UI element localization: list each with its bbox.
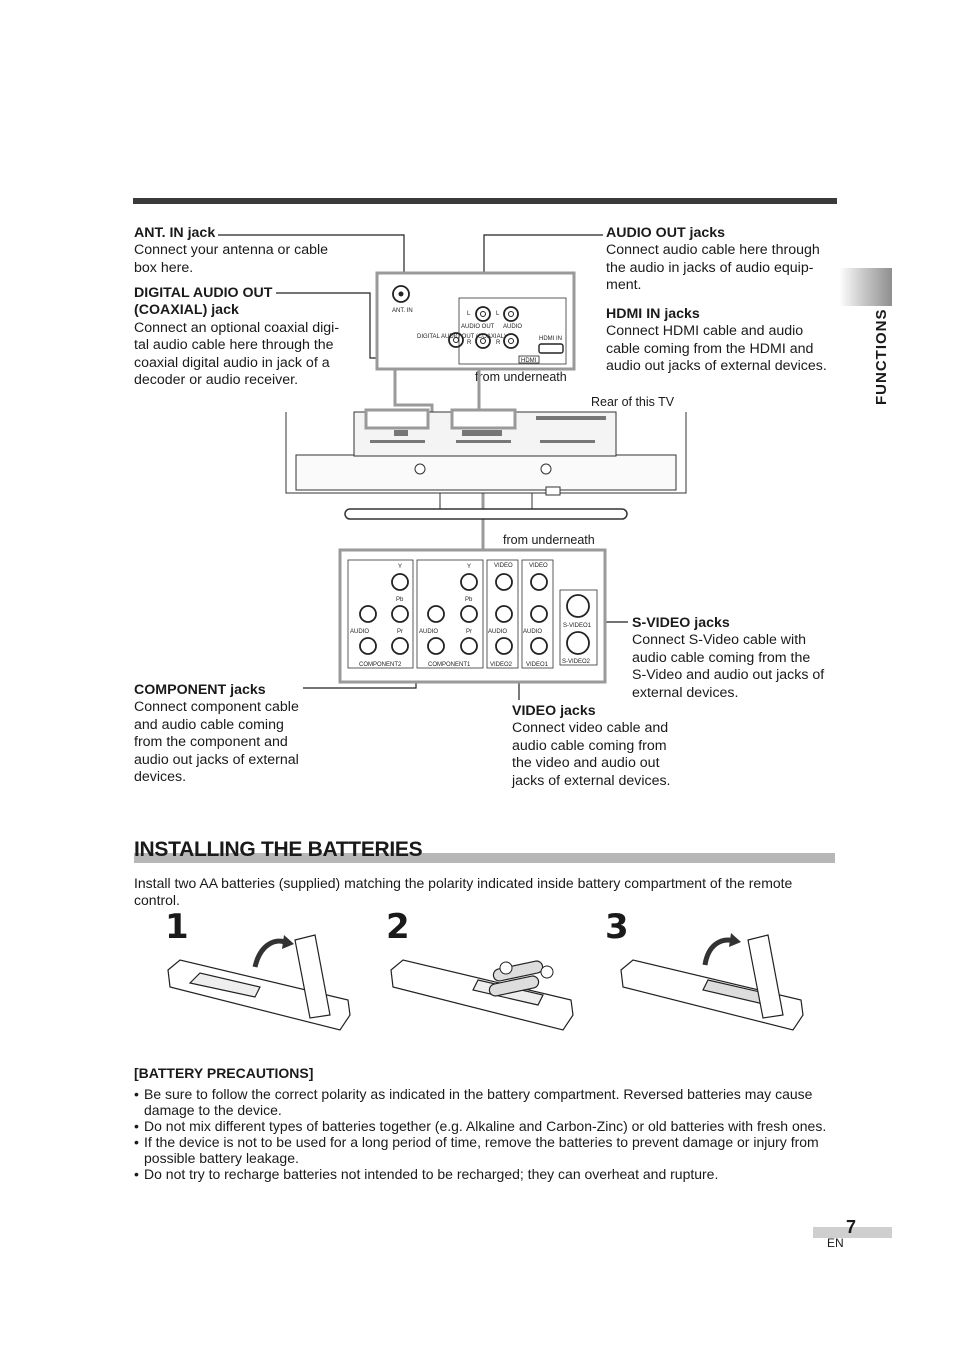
svg-text:Y: Y [398,564,402,570]
svg-text:AUDIO: AUDIO [350,629,369,635]
from-underneath-top-label: from underneath [475,370,567,384]
step-2-number: 2 [386,907,410,947]
svg-text:AUDIO OUT: AUDIO OUT [461,324,495,330]
ant-in-title: ANT. IN jack [134,225,216,241]
section-tab [839,268,892,306]
video-callout: VIDEO jacks Connect video cable and audi… [512,703,682,790]
svg-text:S-VIDEO1: S-VIDEO1 [563,623,592,629]
video-title: VIDEO jacks [512,703,596,719]
hdmi-in-title: HDMI IN jacks [606,306,700,322]
step-3-remote-illustration [620,933,804,1031]
svg-text:DIGITAL AUDIO OUT (COAXIAL): DIGITAL AUDIO OUT (COAXIAL) [417,334,506,340]
page-number-bar [813,1227,892,1238]
svg-text:L: L [467,311,471,317]
precaution-item: If the device is not to be used for a lo… [134,1134,834,1166]
ant-in-callout: ANT. IN jack Connect your antenna or cab… [134,225,349,277]
step-2-remote-illustration [390,959,574,1031]
top-rule [133,198,837,204]
audio-out-callout: AUDIO OUT jacks Connect audio cable here… [606,225,831,295]
video-body: Connect video cable and audio cable comi… [512,720,671,789]
svg-text:VIDEO2: VIDEO2 [490,662,513,668]
svg-text:R: R [467,340,472,346]
hdmi-in-body: Connect HDMI cable and audio cable comin… [606,323,827,375]
digital-audio-title-2: (COAXIAL) jack [134,302,239,319]
svg-text:ANT. IN: ANT. IN [392,308,413,314]
svideo-callout: S-VIDEO jacks Connect S-Video cable with… [632,615,827,702]
digital-audio-body: Connect an optional coaxial digi-tal aud… [134,319,340,389]
tv-rear-diagram: ANT. IN DIGITAL AUDIO OUT (COAXIAL) AUDI… [218,234,687,700]
svg-text:VIDEO: VIDEO [529,563,548,569]
svg-text:VIDEO1: VIDEO1 [526,662,549,668]
svg-text:COMPONENT2: COMPONENT2 [359,662,402,668]
svg-text:AUDIO: AUDIO [488,629,507,635]
svg-text:S-VIDEO2: S-VIDEO2 [562,659,591,665]
page-number: 7 [846,1217,857,1237]
heading-bar [134,853,835,863]
svg-text:HDMI: HDMI [521,358,537,364]
audio-out-title: AUDIO OUT jacks [606,225,726,241]
component-body: Connect component cable and audio cable … [134,699,299,786]
svg-text:L: L [496,311,500,317]
digital-audio-title-1: DIGITAL AUDIO OUT [134,285,273,301]
precautions-title: [BATTERY PRECAUTIONS] [134,1065,314,1081]
svg-text:VIDEO: VIDEO [494,563,513,569]
batteries-intro: Install two AA batteries (supplied) matc… [134,875,793,908]
component-title: COMPONENT jacks [134,682,266,698]
from-underneath-bottom-label: from underneath [503,533,595,547]
component-callout: COMPONENT jacks Connect component cable … [134,682,309,786]
svg-text:HDMI IN: HDMI IN [539,336,562,342]
svideo-title: S-VIDEO jacks [632,615,730,631]
language-code: EN [827,1236,844,1250]
svg-text:R: R [496,340,501,346]
svg-text:Pb: Pb [396,597,404,603]
step-3-number: 3 [605,907,629,947]
svg-text:COMPONENT1: COMPONENT1 [428,662,471,668]
svg-text:AUDIO: AUDIO [523,629,542,635]
precaution-item: Be sure to follow the correct polarity a… [134,1086,834,1118]
svg-text:Pb: Pb [465,597,473,603]
hdmi-in-callout: HDMI IN jacks Connect HDMI cable and aud… [606,306,836,376]
rear-of-tv-label: Rear of this TV [591,395,675,409]
step-1-number: 1 [165,907,189,947]
svg-text:Y: Y [467,564,471,570]
audio-out-body: Connect audio cable here through the aud… [606,242,820,294]
precautions-list: Be sure to follow the correct polarity a… [134,1086,834,1182]
batteries-heading: INSTALLING THE BATTERIES [134,838,423,861]
svideo-body: Connect S-Video cable with audio cable c… [632,632,825,701]
svg-text:Pr: Pr [466,629,472,635]
precaution-item: Do not mix different types of batteries … [134,1118,834,1134]
svg-text:Pr: Pr [397,629,403,635]
digital-audio-callout: DIGITAL AUDIO OUT (COAXIAL) jack Connect… [134,285,349,389]
ant-in-body: Connect your antenna or cable box here. [134,242,329,276]
svg-text:AUDIO: AUDIO [503,324,522,330]
precaution-item: Do not try to recharge batteries not int… [134,1166,834,1182]
step-1-remote-illustration [167,934,351,1031]
svg-text:AUDIO: AUDIO [419,629,438,635]
